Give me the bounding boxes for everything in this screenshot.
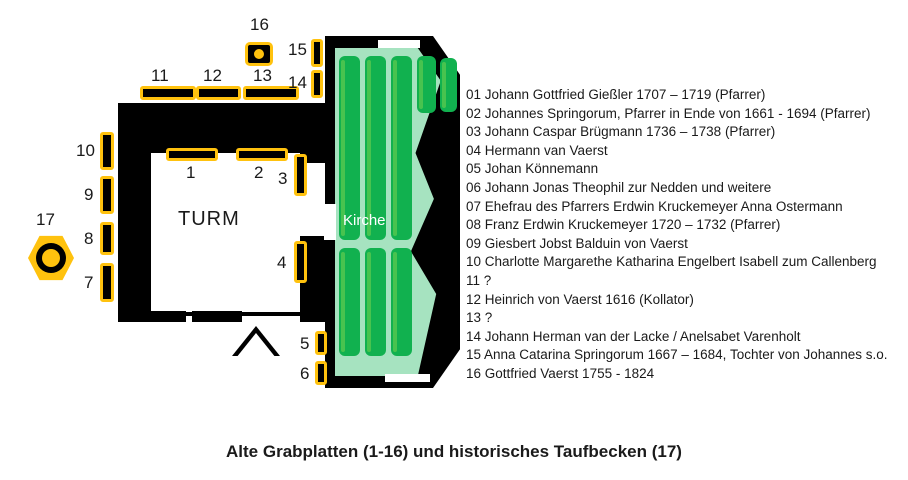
- baptismal-font-label: 17: [36, 210, 55, 229]
- doorway-top: [378, 40, 420, 48]
- grave-plate-label-02: 2: [254, 163, 264, 182]
- grave-plate-09[interactable]: [100, 176, 114, 214]
- grave-plate-label-01: 1: [186, 163, 196, 182]
- grave-plate-label-07: 7: [84, 273, 94, 292]
- grave-plate-16[interactable]: [245, 42, 273, 66]
- wall-tower-top: [118, 103, 330, 153]
- tower-label: TURM: [178, 208, 240, 230]
- grave-plate-16-dot: [254, 49, 264, 59]
- church-body: Kirche: [324, 36, 470, 388]
- tower-interior-notch: [186, 290, 192, 312]
- grave-plate-label-14: 14: [288, 73, 307, 92]
- baptismal-font-icon[interactable]: [28, 235, 74, 281]
- pew-upper-3: [391, 56, 412, 240]
- grave-plate-15[interactable]: [311, 39, 323, 67]
- legend-item: 05 Johan Könnemann: [466, 161, 599, 177]
- wall-tower-bottom-sill: [151, 311, 326, 316]
- grave-plate-06[interactable]: [315, 361, 327, 385]
- legend-item: 09 Giesbert Jobst Balduin von Vaerst: [466, 235, 688, 251]
- grave-plate-label-08: 8: [84, 229, 94, 248]
- grave-plate-label-05: 5: [300, 334, 310, 353]
- doorway-bottom: [385, 374, 430, 382]
- legend-item: 01 Johann Gottfried Gießler 1707 – 1719 …: [466, 87, 766, 102]
- grave-plate-label-04: 4: [277, 253, 287, 272]
- grave-plate-10[interactable]: [100, 132, 114, 170]
- grave-plate-label-03: 3: [278, 169, 288, 188]
- grave-plate-label-06: 6: [300, 364, 310, 383]
- pew-lower-2: [365, 248, 386, 356]
- church-label: Kirche: [343, 212, 386, 229]
- pew-upper-1: [339, 56, 360, 240]
- legend-item: 16 Gottfried Vaerst 1755 - 1824: [466, 365, 655, 381]
- pew-upper-4: [417, 56, 436, 113]
- legend-item: 10 Charlotte Margarethe Katharina Engelb…: [466, 254, 877, 270]
- pew-upper-5: [440, 58, 457, 112]
- legend-item: 12 Heinrich von Vaerst 1616 (Kollator): [466, 291, 694, 307]
- legend-item: 08 Franz Erdwin Kruckemeyer 1720 – 1732 …: [466, 217, 781, 233]
- grave-plate-12[interactable]: [196, 86, 241, 100]
- tower-interior-notch2: [242, 290, 300, 312]
- altar-triangle-inner: [236, 333, 276, 358]
- baptismal-font-core: [42, 249, 60, 267]
- legend-item: 15 Anna Catarina Springorum 1667 – 1684,…: [466, 347, 888, 363]
- grave-plate-label-11: 11: [151, 66, 169, 85]
- pew-upper-2: [365, 56, 386, 240]
- pew-lower-3: [391, 248, 412, 356]
- figure-caption: Alte Grabplatten (1-16) und historisches…: [226, 442, 682, 461]
- grave-plate-label-15: 15: [288, 40, 307, 59]
- grave-plate-03[interactable]: [294, 154, 307, 196]
- legend-item: 02 Johannes Springorum, Pfarrer in Ende …: [466, 105, 871, 121]
- legend-item: 04 Hermann van Vaerst: [466, 142, 608, 158]
- grave-plate-14[interactable]: [311, 70, 323, 98]
- grave-plate-05[interactable]: [315, 331, 327, 355]
- pew-lower-1: [339, 248, 360, 356]
- doorway-west: [324, 204, 336, 240]
- legend-item: 14 Johann Herman van der Lacke / Anelsab…: [466, 328, 801, 344]
- tower-interior: [151, 153, 300, 311]
- grave-plate-13[interactable]: [243, 86, 299, 100]
- grave-plate-label-09: 9: [84, 185, 94, 204]
- legend-item: 03 Johann Caspar Brügmann 1736 – 1738 (P…: [466, 124, 776, 140]
- grave-plate-07[interactable]: [100, 263, 114, 302]
- wall-tower-left: [118, 103, 151, 321]
- grave-plate-label-12: 12: [203, 66, 222, 85]
- legend-item: 07 Ehefrau des Pfarrers Erdwin Kruckemey…: [466, 198, 843, 214]
- legend-item: 11 ?: [466, 272, 492, 288]
- grave-plate-02[interactable]: [236, 148, 288, 161]
- grave-plate-04[interactable]: [294, 241, 307, 283]
- grave-plate-11[interactable]: [140, 86, 196, 100]
- grave-plate-label-10: 10: [76, 141, 95, 160]
- legend-item: 06 Johann Jonas Theophil zur Nedden und …: [466, 179, 772, 195]
- grave-plate-01[interactable]: [166, 148, 218, 161]
- church-floorplan: TURM Kirche 1 2: [0, 0, 470, 420]
- legend-list: 01 Johann Gottfried Gießler 1707 – 1719 …: [466, 86, 904, 384]
- grave-plate-label-16: 16: [250, 15, 269, 34]
- grave-plate-08[interactable]: [100, 222, 114, 255]
- grave-plate-label-13: 13: [253, 66, 272, 85]
- legend-item: 13 ?: [466, 310, 493, 326]
